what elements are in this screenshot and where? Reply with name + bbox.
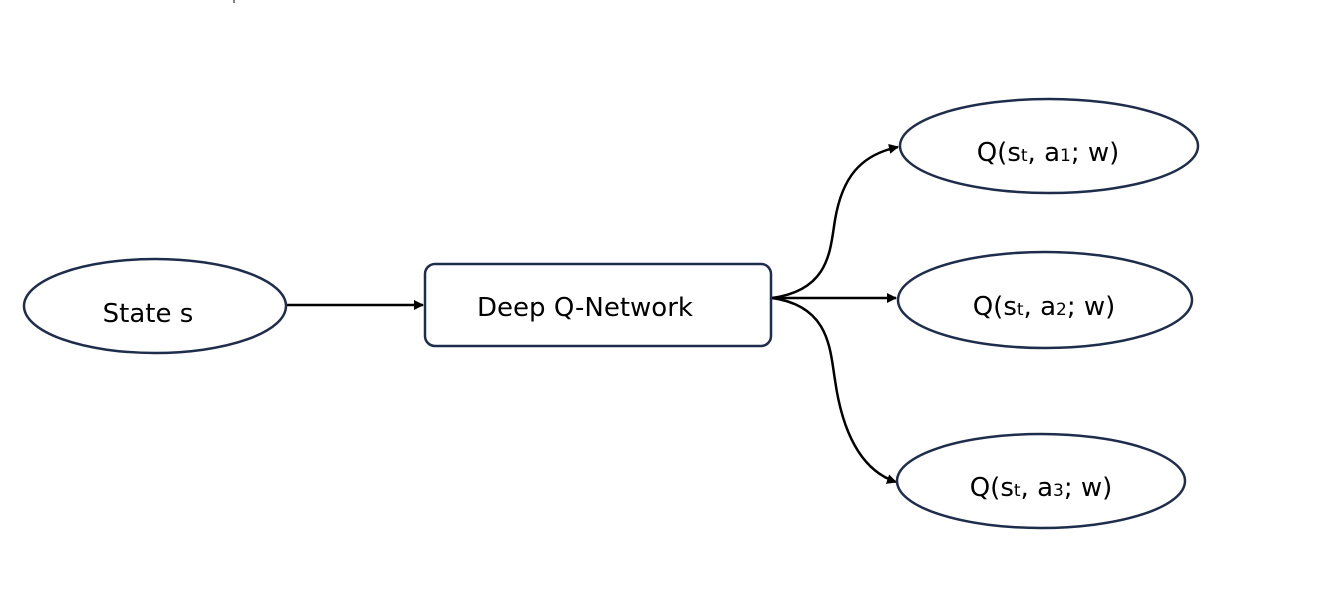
- output-2-action-sub: 2: [1056, 300, 1067, 320]
- network-node: Deep Q-Network: [423, 262, 773, 348]
- edge-network-to-output-1: [771, 143, 899, 300]
- output-2-mid: , a: [1024, 292, 1056, 322]
- output-3-suffix: ; w): [1064, 473, 1112, 503]
- output-node-2-label: Q(st, a2; w): [973, 292, 1116, 322]
- output-node-1-label: Q(st, a1; w): [977, 138, 1120, 168]
- output-node-1: Q(st, a1; w): [898, 97, 1200, 195]
- state-node: State s: [22, 257, 288, 355]
- output-node-3-label: Q(st, a3; w): [970, 473, 1113, 503]
- output-2-suffix: ; w): [1067, 292, 1115, 322]
- output-node-3-shape: [895, 432, 1187, 530]
- edge-network-to-output-3: [771, 296, 897, 484]
- output-3-mid: , a: [1021, 473, 1053, 503]
- output-node-2: Q(st, a2; w): [896, 250, 1194, 350]
- output-3-action-sub: 3: [1053, 481, 1064, 501]
- network-node-label: Deep Q-Network: [477, 293, 693, 323]
- output-node-1-shape: [898, 97, 1200, 195]
- output-node-2-shape: [896, 250, 1194, 350]
- output-1-mid: , a: [1028, 138, 1060, 168]
- output-1-state-sub: t: [1021, 146, 1028, 166]
- output-3-state-sub: t: [1014, 481, 1021, 501]
- output-2-prefix: Q(s: [973, 292, 1017, 322]
- state-node-label: State s: [103, 299, 194, 329]
- output-2-state-sub: t: [1017, 300, 1024, 320]
- output-node-3: Q(st, a3; w): [895, 432, 1187, 530]
- output-1-suffix: ; w): [1071, 138, 1119, 168]
- output-1-prefix: Q(s: [977, 138, 1021, 168]
- output-1-action-sub: 1: [1060, 146, 1071, 166]
- network-node-shape: [423, 262, 773, 348]
- output-3-prefix: Q(s: [970, 473, 1014, 503]
- edges: [286, 143, 899, 484]
- state-node-shape: [22, 257, 288, 355]
